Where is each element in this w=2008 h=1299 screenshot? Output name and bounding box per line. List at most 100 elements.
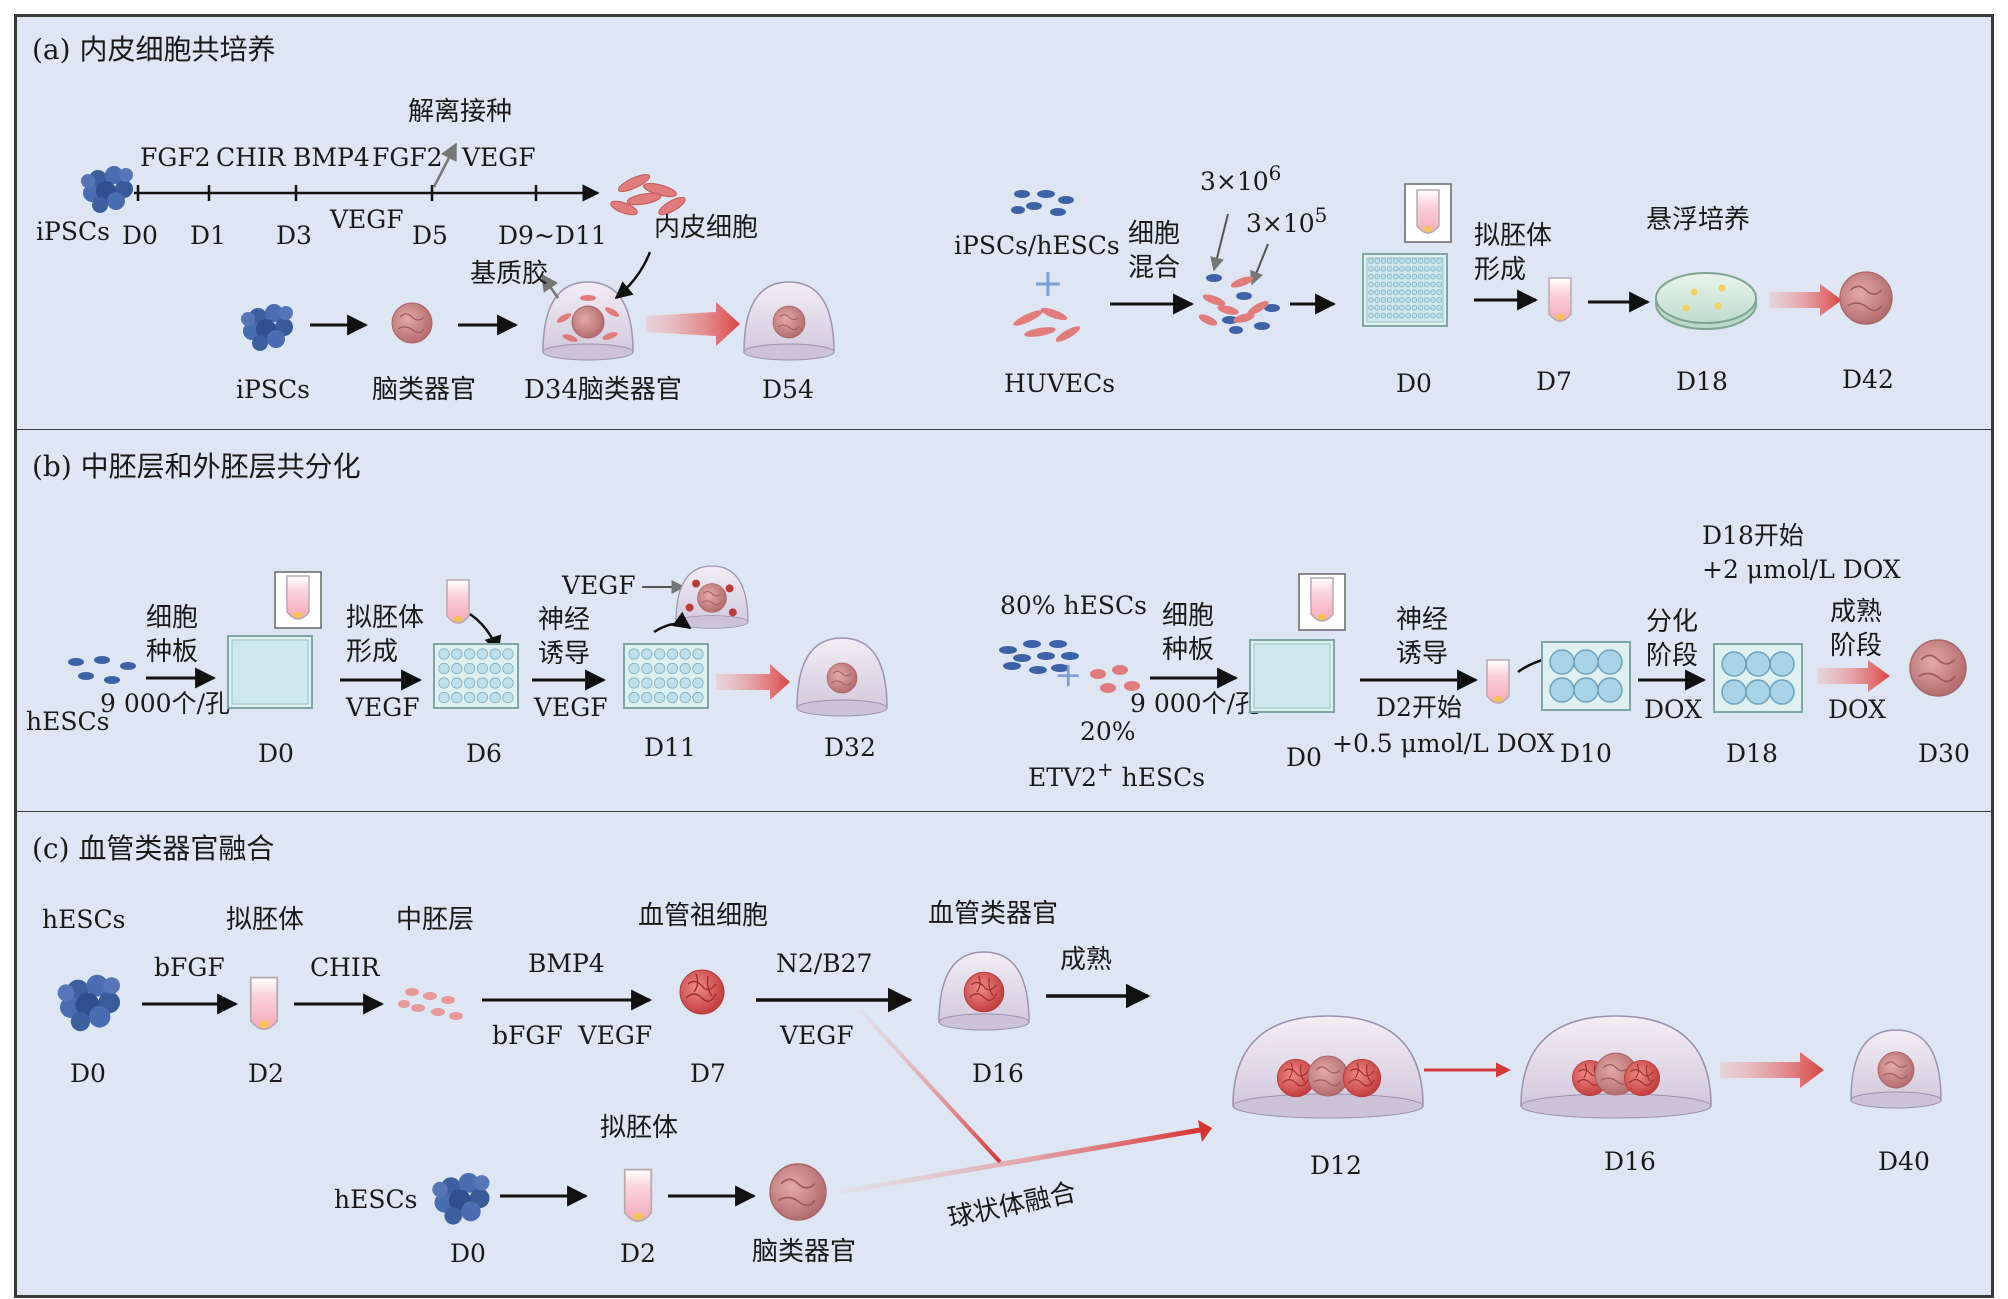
plate-well bbox=[1374, 273, 1380, 280]
plate-well bbox=[1430, 258, 1436, 264]
plate-well bbox=[1430, 273, 1436, 280]
plate-well bbox=[1368, 281, 1374, 288]
plate-well bbox=[1411, 281, 1418, 288]
tube-c-d2 bbox=[249, 976, 279, 1031]
plate-well bbox=[1424, 258, 1430, 264]
plate-well bbox=[1405, 265, 1411, 272]
iPSC-cluster-a2 bbox=[241, 304, 293, 351]
source-hescs-b: hESCs bbox=[26, 707, 109, 736]
plate-well bbox=[451, 677, 463, 689]
plate-well bbox=[1393, 281, 1399, 288]
day-d5: D5 bbox=[412, 221, 448, 250]
day-c-right-d16: D16 bbox=[1604, 1147, 1656, 1176]
plate-well bbox=[1417, 289, 1424, 296]
plate-well bbox=[438, 677, 450, 689]
tube-d10-b bbox=[1486, 659, 1510, 704]
seed-b-right-1: 细胞 bbox=[1162, 601, 1214, 631]
plate-well bbox=[692, 691, 704, 704]
plate-well bbox=[1430, 304, 1436, 311]
day-b-right-d18: D18 bbox=[1726, 739, 1778, 768]
factor-c-chir: CHIR bbox=[310, 953, 381, 982]
hescs-cells-b bbox=[68, 656, 136, 684]
plate-well bbox=[1386, 281, 1393, 288]
count-2-base: 3×10 bbox=[1246, 209, 1315, 238]
plate-well bbox=[1405, 289, 1411, 296]
plate-well bbox=[502, 677, 514, 689]
small-dome-b bbox=[675, 565, 749, 630]
plate-well bbox=[1374, 312, 1380, 319]
brain-organoid-a bbox=[391, 302, 433, 344]
plate-well bbox=[679, 677, 691, 689]
factor-c-mature: 成熟 bbox=[1060, 945, 1112, 975]
plate-well bbox=[1405, 258, 1411, 264]
factor-c-vegf: VEGF bbox=[779, 1021, 854, 1050]
day-a-d42: D42 bbox=[1842, 365, 1894, 394]
plate-well bbox=[1424, 289, 1430, 296]
day-a-d0: D0 bbox=[1396, 369, 1432, 398]
plate-well bbox=[1430, 281, 1436, 288]
seed-label-1: 细胞 bbox=[146, 603, 198, 633]
plate-well bbox=[463, 691, 476, 704]
day-c-bottom-d0: D0 bbox=[450, 1239, 486, 1268]
plate-well bbox=[1430, 312, 1436, 319]
plate-well bbox=[438, 648, 450, 660]
plate-well bbox=[653, 648, 666, 660]
plate-well bbox=[502, 662, 514, 675]
plate-well bbox=[666, 691, 679, 704]
label-c-mesoderm: 中胚层 bbox=[396, 905, 474, 935]
plate-well bbox=[1424, 297, 1430, 303]
red-arrow-a1 bbox=[646, 302, 740, 346]
plate-well bbox=[692, 677, 704, 689]
plate-well bbox=[1386, 297, 1393, 303]
plate-well bbox=[1436, 312, 1442, 319]
plate-well bbox=[1380, 265, 1387, 272]
day-b-d11: D11 bbox=[644, 733, 696, 762]
factor-c-n2b27: N2/B27 bbox=[776, 949, 872, 978]
plate-well bbox=[1417, 273, 1424, 280]
source-etv2-rest: hESCs bbox=[1114, 763, 1205, 792]
plus-a: + bbox=[1032, 261, 1064, 305]
plate-well bbox=[1393, 289, 1399, 296]
plate-well bbox=[666, 677, 679, 689]
organoid-d30 bbox=[1909, 639, 1967, 697]
plate-well bbox=[502, 691, 514, 704]
plate-well bbox=[1393, 273, 1399, 280]
eb-label-2: 形成 bbox=[1474, 255, 1526, 285]
d18-start: D18开始 bbox=[1702, 521, 1804, 550]
seed-label-2: 种板 bbox=[146, 637, 198, 667]
factor-c-bfgf-vegf: bFGF VEGF bbox=[492, 1021, 652, 1050]
plate-well bbox=[463, 662, 476, 675]
plate-well bbox=[1436, 273, 1442, 280]
fused-dome-d12 bbox=[1232, 1015, 1424, 1119]
plate-24-b2-wells bbox=[628, 648, 704, 704]
plate-well bbox=[1386, 289, 1393, 296]
plate-well bbox=[1368, 304, 1374, 311]
plate-well bbox=[628, 648, 640, 660]
plate-well bbox=[1393, 265, 1399, 272]
mixed-cells bbox=[1198, 274, 1280, 334]
vascular-progenitor bbox=[679, 969, 725, 1015]
tube-d7-a bbox=[1548, 277, 1572, 322]
red-arrow-b1 bbox=[716, 664, 790, 700]
plate-well bbox=[1374, 297, 1380, 303]
plate-well bbox=[1393, 312, 1399, 319]
day-d1: D1 bbox=[190, 221, 226, 250]
mix-label-2: 混合 bbox=[1128, 253, 1180, 283]
count-2: 3×105 bbox=[1246, 203, 1327, 238]
dox-1: DOX bbox=[1644, 695, 1702, 724]
label-ipscs-a2: iPSCs bbox=[236, 375, 310, 404]
plate-well bbox=[1374, 281, 1380, 288]
mix-label-1: 细胞 bbox=[1128, 219, 1180, 249]
plate-well bbox=[641, 677, 653, 689]
day-c-right-d12: D12 bbox=[1310, 1151, 1362, 1180]
fused-dome-d40 bbox=[1850, 1029, 1942, 1109]
source-ipscs-hescs: iPSCs/hESCs bbox=[954, 231, 1120, 260]
label-c-bottom-hescs: hESCs bbox=[334, 1185, 417, 1214]
mature-label-1: 成熟 bbox=[1830, 597, 1882, 627]
source-etv2-sup: + bbox=[1097, 757, 1114, 781]
plate-well bbox=[653, 677, 666, 689]
plate-well bbox=[489, 677, 501, 689]
plate-well bbox=[1374, 289, 1380, 296]
plate-well bbox=[463, 648, 476, 660]
